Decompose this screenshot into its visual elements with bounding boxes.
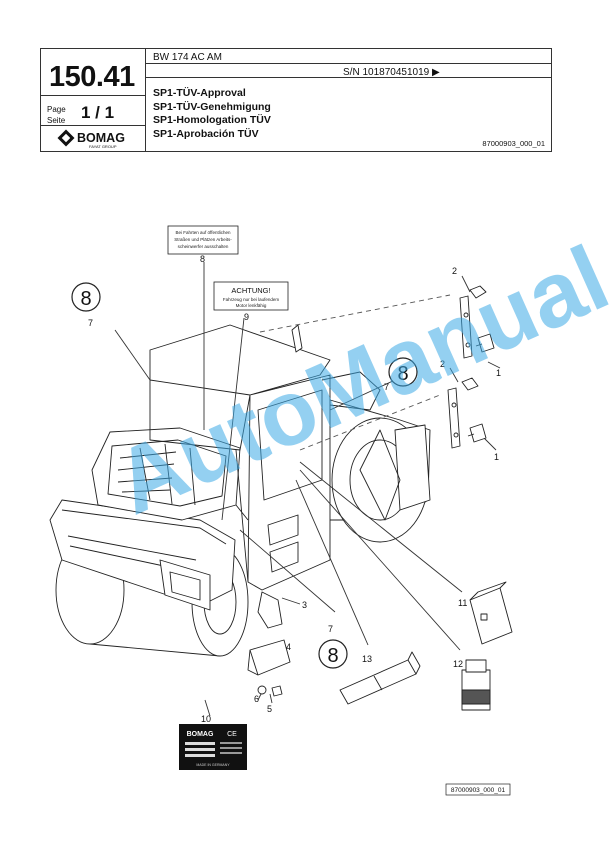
- callout-7: 7: [328, 624, 333, 634]
- svg-text:FAYAT GROUP: FAYAT GROUP: [89, 144, 117, 149]
- svg-text:scheinwerfer ausschalten: scheinwerfer ausschalten: [178, 244, 229, 249]
- cab: [149, 324, 331, 591]
- callout-2: 2: [452, 266, 457, 276]
- callout-1: 1: [496, 368, 501, 378]
- page-count: 1 / 1: [81, 103, 115, 122]
- svg-text:Straßen und Plätzen Arbeits-: Straßen und Plätzen Arbeits-: [174, 237, 232, 242]
- exploded-drawing: Bei Fahrten auf öffentlichen Straßen und…: [49, 225, 513, 796]
- document-box: [469, 581, 513, 645]
- callout-8: 8: [200, 254, 205, 264]
- svg-text:87000903_000_01: 87000903_000_01: [451, 787, 506, 794]
- page-label: Page Seite: [47, 105, 66, 125]
- callout-6: 6: [254, 694, 259, 704]
- title-es: SP1-Aprobación TÜV: [153, 127, 259, 140]
- title-en: SP1-TÜV-Approval: [153, 87, 246, 99]
- warning-lamp: [461, 659, 491, 711]
- callout-2: 2: [440, 359, 445, 369]
- washer: [257, 685, 267, 695]
- sign-lights-off: Bei Fahrten auf öffentlichen Straßen und…: [167, 225, 239, 255]
- svg-text:MADE IN GERMANY: MADE IN GERMANY: [196, 763, 230, 767]
- callout-11: 11: [458, 598, 467, 608]
- screw: [271, 685, 283, 697]
- svg-text:Fahrzeug nur bei laufendem: Fahrzeug nur bei laufendem: [223, 297, 280, 302]
- svg-text:8: 8: [80, 288, 91, 310]
- rear-chassis: [321, 371, 431, 543]
- page-titles: SP1-TÜV-Approval SP1-TÜV-Genehmigung SP1…: [153, 87, 271, 141]
- title-block: 150.41 Page Seite 1 / 1 BOMAG FAYAT GROU…: [40, 48, 552, 152]
- divider: [145, 77, 551, 78]
- svg-text:Bei Fahrten auf öffentlichen: Bei Fahrten auf öffentlichen: [176, 230, 231, 235]
- callout-10: 10: [201, 714, 211, 724]
- callout-13: 13: [362, 654, 372, 664]
- sign-achtung: ACHTUNG! Fahrzeug nur bei laufendem Moto…: [213, 281, 289, 311]
- bolt-lower: [467, 423, 487, 443]
- callout-1: 1: [494, 452, 499, 462]
- speed-sign-left: 8: [71, 282, 101, 312]
- callout-4: 4: [286, 642, 291, 652]
- bracket-lower: [447, 377, 479, 449]
- title-de: SP1-TÜV-Genehmigung: [153, 100, 271, 113]
- divider: [145, 63, 551, 64]
- page-number: 150.41: [49, 61, 135, 93]
- divider: [41, 125, 145, 126]
- type-plate: BOMAG CE MADE IN GERMANY: [179, 724, 247, 770]
- callout-3: 3: [302, 600, 307, 610]
- callout-5: 5: [267, 704, 272, 714]
- svg-text:CE: CE: [227, 731, 237, 738]
- svg-text:Motor lenkfähig: Motor lenkfähig: [236, 303, 267, 308]
- model-name: BW 174 AC AM: [153, 52, 222, 63]
- svg-text:8: 8: [397, 363, 408, 385]
- holder-bracket: [257, 591, 283, 629]
- holder-box: [247, 639, 291, 676]
- divider: [41, 95, 145, 96]
- divider: [145, 49, 146, 151]
- callout-labels: 1 1 2 2 3 4 5 6 7 7 7 8 9 10 11 12 13: [88, 254, 501, 724]
- callout-7: 7: [88, 318, 93, 328]
- leader-dashed: [259, 294, 451, 451]
- drawing-reference: 87000903_000_01: [445, 783, 511, 796]
- bomag-logo: BOMAG FAYAT GROUP: [57, 129, 125, 149]
- serial-number: S/N 101870451019 ▶: [343, 67, 440, 78]
- svg-text:8: 8: [327, 645, 338, 667]
- title-fr: SP1-Homologation TÜV: [153, 114, 271, 126]
- bolt-upper: [475, 333, 495, 353]
- svg-text:BOMAG: BOMAG: [77, 131, 125, 145]
- callout-12: 12: [453, 659, 463, 669]
- bracket-upper: [459, 285, 487, 359]
- triangle-case: [339, 651, 421, 705]
- engine-hood: [91, 427, 241, 521]
- callout-9: 9: [244, 312, 249, 322]
- speed-sign-bottom: 8: [318, 639, 348, 669]
- svg-text:ACHTUNG!: ACHTUNG!: [231, 286, 270, 295]
- document-number: 87000903_000_01: [482, 139, 545, 148]
- callout-7: 7: [384, 382, 389, 392]
- front-frame: [49, 499, 236, 611]
- speed-sign-right: 8: [388, 357, 418, 387]
- svg-text:BOMAG: BOMAG: [187, 731, 214, 738]
